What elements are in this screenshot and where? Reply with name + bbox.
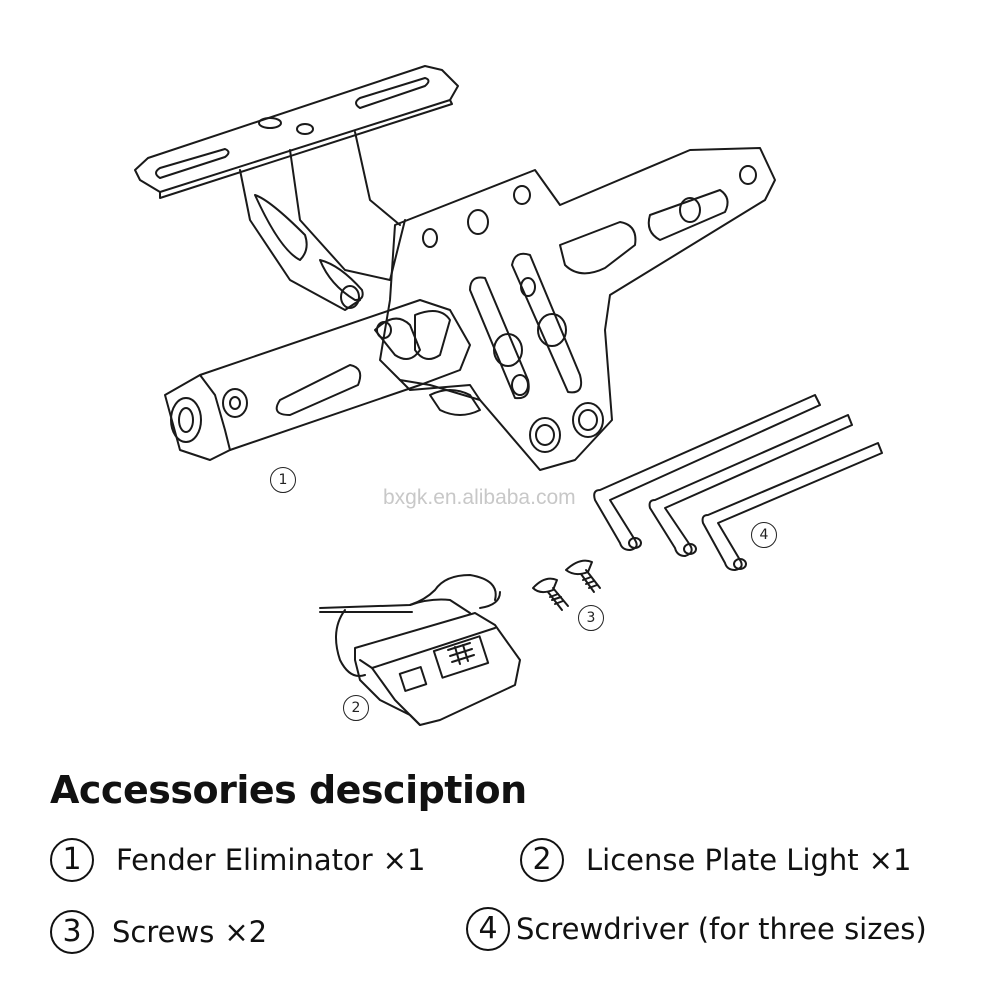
- legend-item-screwdriver: 4 Screwdriver (for three sizes): [466, 907, 927, 951]
- item-number: 2: [520, 838, 564, 882]
- item-quantity: ×2: [224, 915, 268, 949]
- item-label: License Plate Light: [586, 843, 859, 877]
- item-quantity: ×1: [382, 843, 426, 877]
- section-title: Accessories desciption: [50, 768, 527, 812]
- screws-drawing: [532, 559, 601, 611]
- item-quantity: ×1: [868, 843, 912, 877]
- item-label: Screwdriver (for three sizes): [516, 912, 927, 946]
- allen-keys-drawing: [593, 394, 883, 571]
- callout-2: 2: [343, 695, 369, 721]
- callout-4: 4: [751, 522, 777, 548]
- callout-3: 3: [578, 605, 604, 631]
- item-label: Screws: [112, 915, 215, 949]
- license-plate-light-drawing: [319, 574, 521, 726]
- item-number: 1: [50, 838, 94, 882]
- legend-item-license-plate-light: 2 License Plate Light ×1: [520, 838, 911, 882]
- fender-eliminator-drawing: [134, 65, 776, 471]
- item-number: 3: [50, 910, 94, 954]
- callout-1: 1: [270, 467, 296, 493]
- legend-item-screws: 3 Screws ×2: [50, 910, 267, 954]
- watermark: bxgk.en.alibaba.com: [383, 486, 576, 509]
- item-label: Fender Eliminator: [116, 843, 373, 877]
- accessories-illustration: 1 2 3 4 bxgk.en.alibaba.com: [134, 65, 883, 726]
- line-drawing: [134, 65, 883, 726]
- legend-item-fender-eliminator: 1 Fender Eliminator ×1: [50, 838, 425, 882]
- item-number: 4: [466, 907, 510, 951]
